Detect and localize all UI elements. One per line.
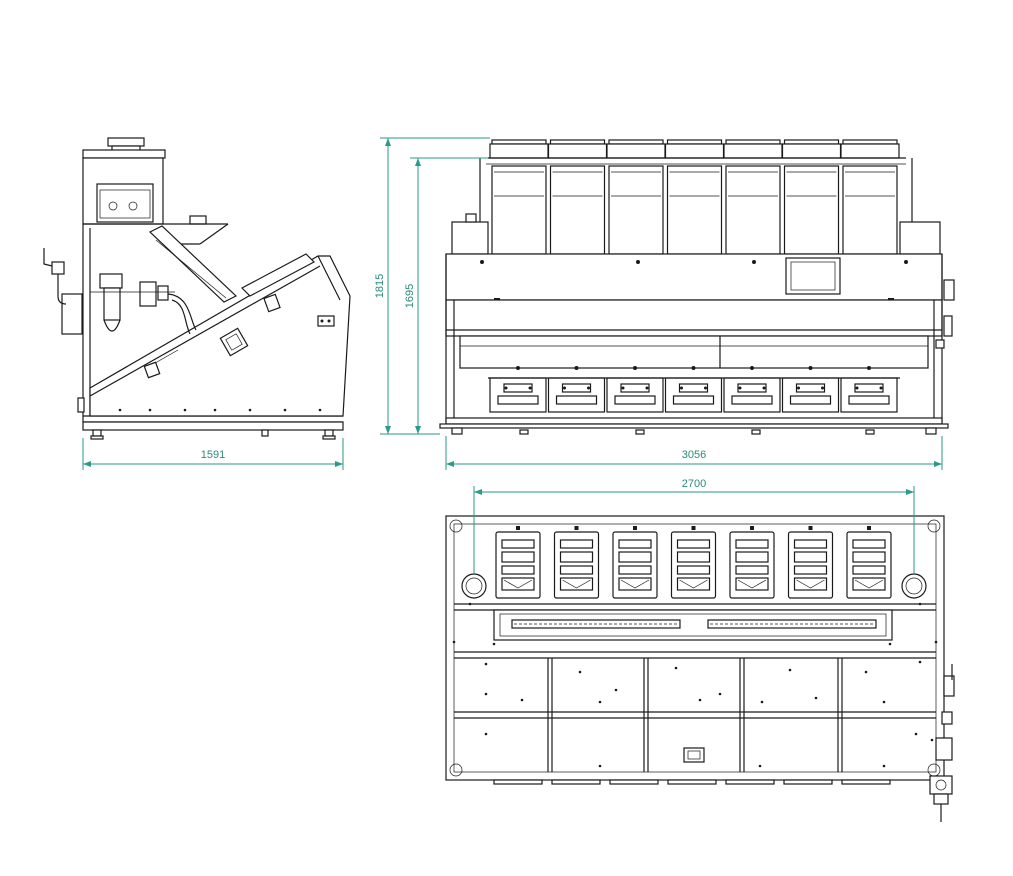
front-hopper-4: [664, 139, 725, 255]
side-view: 1591: [43, 137, 351, 470]
bolt-dot: [864, 670, 868, 674]
bolt-dot: [914, 732, 918, 736]
bolt-dot: [614, 688, 618, 692]
bolt-dot: [484, 732, 488, 736]
top-bolts: [452, 602, 938, 768]
front-ejector-6: [781, 366, 840, 413]
top-bottom-tabs: [493, 779, 891, 785]
bolt-dot: [520, 698, 524, 702]
front-ejector-5: [723, 366, 781, 413]
bolt-dot: [598, 700, 602, 704]
front-hopper-6: [781, 139, 842, 255]
bolt-dot: [814, 696, 818, 700]
top-ports: [461, 573, 927, 599]
top-side-fittings: [929, 664, 955, 822]
dimension-front-height-body: 1695: [404, 157, 488, 434]
front-control-band: [445, 253, 943, 301]
top-lower-grid: [454, 658, 936, 772]
bolt-dot: [788, 668, 792, 672]
bolt-dot: [888, 642, 892, 646]
bolt-dot: [882, 700, 886, 704]
front-hopper-5: [723, 139, 783, 255]
bolt-dot: [930, 738, 934, 742]
bolt-dot: [598, 764, 602, 768]
bolt-dot: [484, 692, 488, 696]
top-view: 2700: [445, 478, 955, 822]
dimension-label-1695: 1695: [404, 284, 416, 308]
bolt-dot: [882, 764, 886, 768]
bolt-dot: [698, 698, 702, 702]
bolt-dot: [578, 670, 582, 674]
bolt-dot: [918, 660, 922, 664]
dimension-front-height-total: 1815: [374, 137, 490, 435]
front-hopper-1: [489, 139, 549, 255]
front-ejector-1: [489, 366, 547, 413]
front-hopper-3: [606, 139, 666, 255]
front-ejector-7: [840, 366, 898, 413]
touch-screen: [785, 257, 841, 295]
top-module-6: [787, 526, 834, 599]
dimension-label-1591: 1591: [201, 449, 225, 461]
front-view: 1815 1695 3056: [374, 137, 955, 470]
bolt-dot: [468, 602, 472, 606]
dimension-label-1815: 1815: [374, 274, 386, 298]
front-ejectors: [489, 366, 898, 413]
bolt-dot: [760, 700, 764, 704]
side-pneumatics: [43, 248, 197, 413]
bolt-dot: [492, 642, 496, 646]
side-frame: [82, 223, 351, 431]
bolt-dot: [918, 602, 922, 606]
front-ejector-4: [664, 366, 723, 413]
dimension-side-width: 1591: [82, 438, 344, 470]
side-hopper: [82, 137, 207, 225]
front-ejector-2: [547, 366, 606, 413]
side-feet: [90, 429, 336, 440]
dimension-top-inner-width: 2700: [473, 478, 915, 574]
bolt-dot: [758, 764, 762, 768]
bolt-dot: [674, 666, 678, 670]
top-module-7: [846, 526, 892, 599]
dimension-front-width: 3056: [445, 436, 943, 470]
front-ejector-3: [606, 366, 664, 413]
bolt-dot: [718, 692, 722, 696]
side-bolts: [118, 408, 322, 412]
dimension-label-2700: 2700: [682, 478, 706, 490]
top-module-2: [553, 526, 600, 599]
top-modules: [495, 526, 892, 599]
bolt-dot: [484, 662, 488, 666]
front-hopper-2: [547, 139, 608, 255]
top-module-1: [495, 526, 541, 599]
top-module-4: [670, 526, 717, 599]
top-module-5: [729, 526, 775, 599]
dimension-label-3056: 3056: [682, 449, 706, 461]
front-hopper-7: [840, 139, 900, 255]
bolt-dot: [934, 640, 938, 644]
bolt-dot: [452, 640, 456, 644]
top-module-3: [612, 526, 658, 599]
front-hoppers: [489, 139, 900, 255]
